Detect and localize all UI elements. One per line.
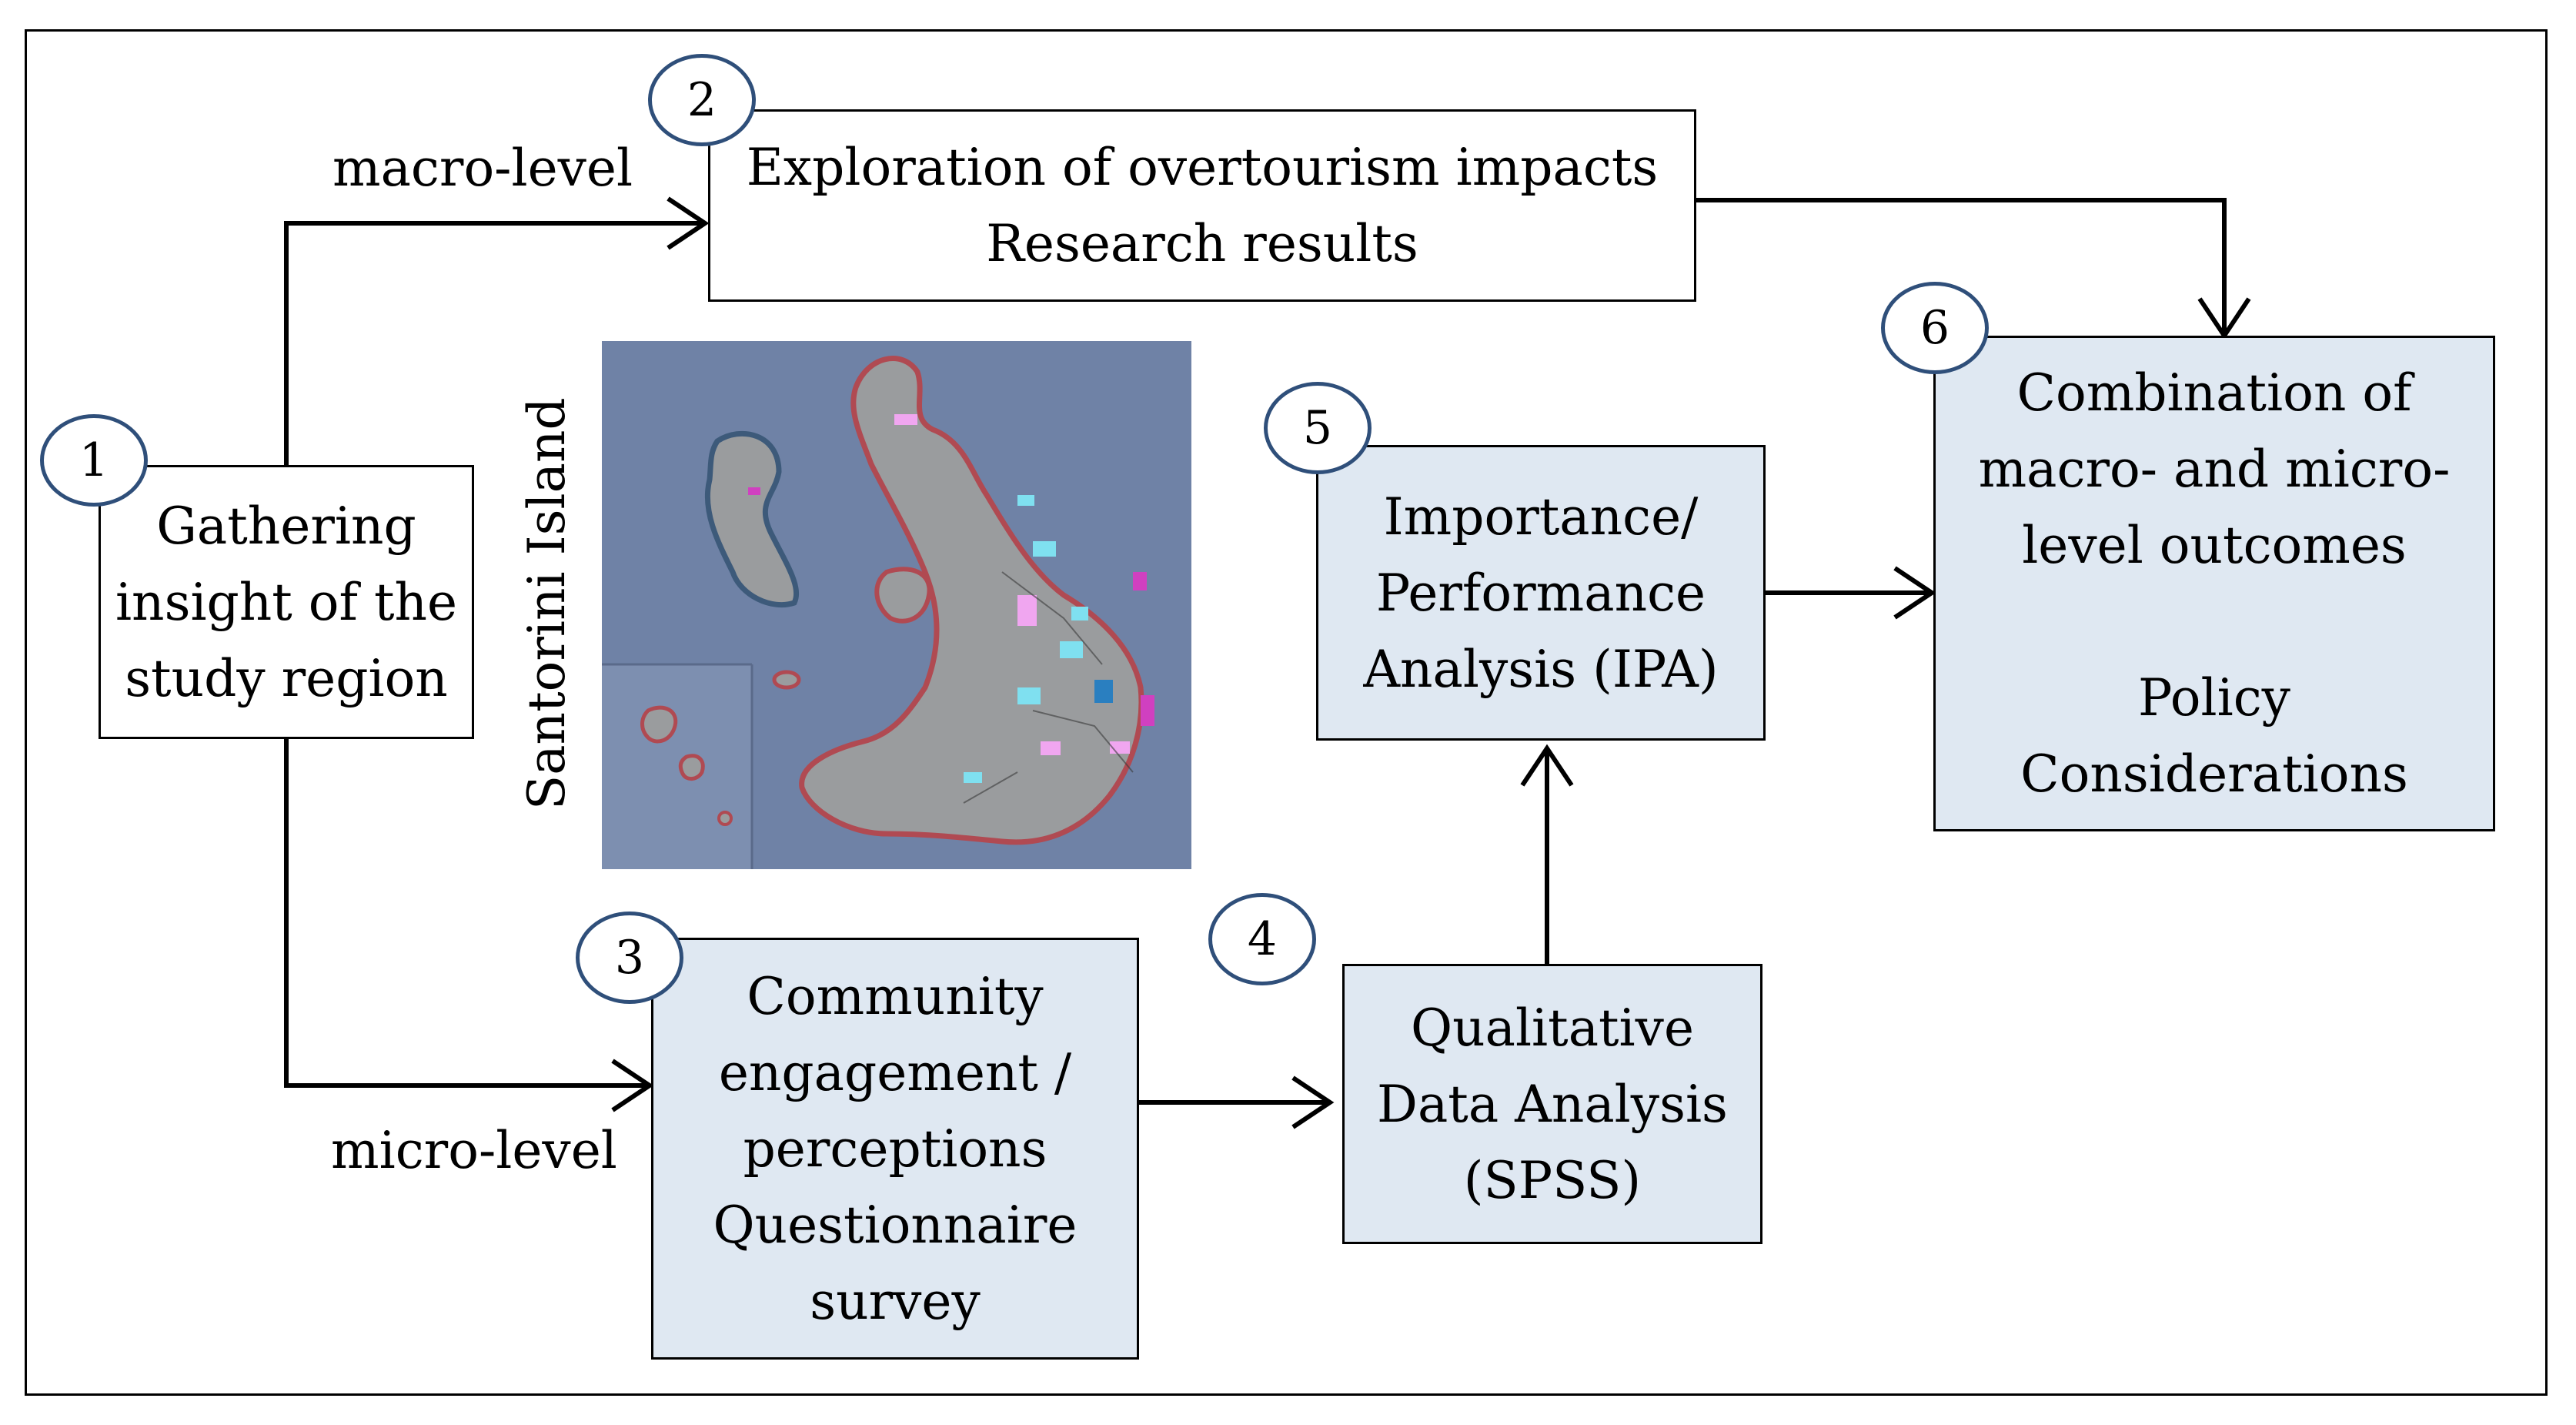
step6-line: Policy [2138, 668, 2290, 728]
step2-badge: 2 [648, 54, 756, 146]
step3-line: Questionnaire [713, 1195, 1078, 1255]
step1-line: insight of the [115, 572, 458, 632]
step1-badge: 1 [40, 414, 148, 507]
step1-line: study region [125, 648, 448, 708]
step3-line: perceptions [743, 1119, 1047, 1179]
step4-box: Qualitative Data Analysis (SPSS) [1342, 964, 1762, 1244]
step5-badge: 5 [1264, 382, 1372, 474]
arrowhead-step5 [1520, 744, 1574, 787]
micro-level-label: micro-level [331, 1121, 617, 1180]
step1-box: Gathering insight of the study region [99, 465, 474, 739]
step4-line: Data Analysis [1377, 1074, 1728, 1134]
arrowhead-step2 [667, 196, 710, 250]
map-caption: Santorini Island [517, 397, 576, 810]
step5-box: Importance/ Performance Analysis (IPA) [1316, 445, 1766, 741]
step5-line: Analysis (IPA) [1363, 639, 1719, 699]
step6-line: level outcomes [2022, 516, 2407, 575]
santorini-map [602, 341, 1191, 869]
arrowhead-step6-left [1893, 566, 1936, 620]
map-inset-panel [602, 664, 752, 869]
step3-line: Community [747, 966, 1044, 1026]
arrowhead-step4 [1291, 1075, 1335, 1129]
step5-line: Importance/ [1383, 487, 1699, 547]
step6-line: Considerations [2020, 744, 2408, 804]
map-thirasia-island [704, 430, 800, 608]
step3-badge: 3 [576, 912, 683, 1004]
arrow-step2-to-step6 [1696, 198, 2227, 333]
step4-badge: 4 [1208, 893, 1316, 985]
step2-box: Exploration of overtourism impacts Resea… [708, 109, 1696, 302]
step4-line: (SPSS) [1463, 1150, 1642, 1210]
map-main-island [799, 356, 1144, 845]
step6-badge: 6 [1881, 282, 1989, 374]
step4-line: Qualitative [1410, 998, 1695, 1058]
macro-level-label: macro-level [332, 139, 633, 198]
step6-box: Combination of macro- and micro- level o… [1933, 336, 2495, 831]
step2-line: Exploration of overtourism impacts [746, 138, 1659, 197]
arrowhead-step3 [611, 1059, 654, 1112]
arrow-micro-to-step3 [284, 739, 647, 1088]
step6-line: Combination of [2016, 363, 2412, 423]
step3-line: survey [810, 1271, 981, 1331]
arrow-macro-to-step2 [284, 221, 702, 465]
step3-box: Community engagement / perceptions Quest… [651, 938, 1139, 1360]
step6-line: macro- and micro- [1978, 440, 2451, 499]
step2-line: Research results [986, 214, 1418, 273]
step1-line: Gathering [156, 496, 416, 556]
step5-line: Performance [1375, 563, 1706, 623]
map-kameni-island [874, 567, 932, 624]
step3-line: engagement / [718, 1042, 1072, 1102]
